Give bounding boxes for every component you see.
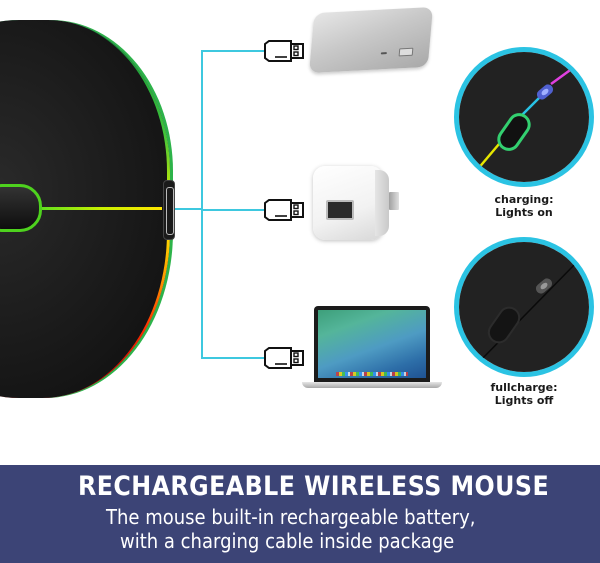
cable-branch-charger <box>201 209 265 211</box>
laptop-image <box>302 306 442 392</box>
scroll-wheel <box>0 184 42 232</box>
cable-from-mouse <box>175 208 202 210</box>
plug-prong <box>389 192 399 210</box>
caption-charging-line2: Lights on <box>495 206 553 219</box>
usb-plug-icon <box>264 40 304 62</box>
banner-subtitle-line2: with a charging cable inside package <box>120 529 455 553</box>
cable-branch-laptop <box>201 357 265 359</box>
banner-title: RECHARGEABLE WIRELESS MOUSE <box>78 471 550 502</box>
banner-subtitle-line1: The mouse built-in rechargeable battery, <box>106 505 476 529</box>
micro-usb-port <box>380 52 387 55</box>
usb-port <box>326 200 354 220</box>
caption-fullcharge-line2: Lights off <box>494 394 554 407</box>
laptop-base <box>302 382 442 388</box>
laptop-lid <box>314 306 430 382</box>
mouse-closeup-lights-off <box>459 242 589 372</box>
rgb-light-strip <box>40 207 162 210</box>
mouse-closeup-lights-on <box>459 52 589 182</box>
inset-fullcharge <box>454 237 594 377</box>
cable-trunk <box>201 50 203 358</box>
product-illustration: charging: Lights on fullcharge: Lights o… <box>0 6 594 407</box>
caption-charging-line1: charging: <box>494 193 554 206</box>
caption-fullcharge: fullcharge: Lights off <box>454 381 594 407</box>
wall-charger-image <box>313 166 399 240</box>
usb-plug-icon <box>264 347 304 369</box>
usb-plug-icon <box>264 199 304 221</box>
usb-port <box>398 47 414 57</box>
charging-port <box>163 180 175 240</box>
feature-banner: RECHARGEABLE WIRELESS MOUSE The mouse bu… <box>0 465 600 563</box>
laptop-dock <box>336 372 408 376</box>
power-bank-image <box>309 6 433 74</box>
cable-branch-powerbank <box>201 50 265 52</box>
charger-side <box>375 170 389 236</box>
caption-charging: charging: Lights on <box>454 193 594 219</box>
inset-charging <box>454 47 594 187</box>
laptop-screen <box>318 310 426 378</box>
caption-fullcharge-line1: fullcharge: <box>490 381 558 394</box>
